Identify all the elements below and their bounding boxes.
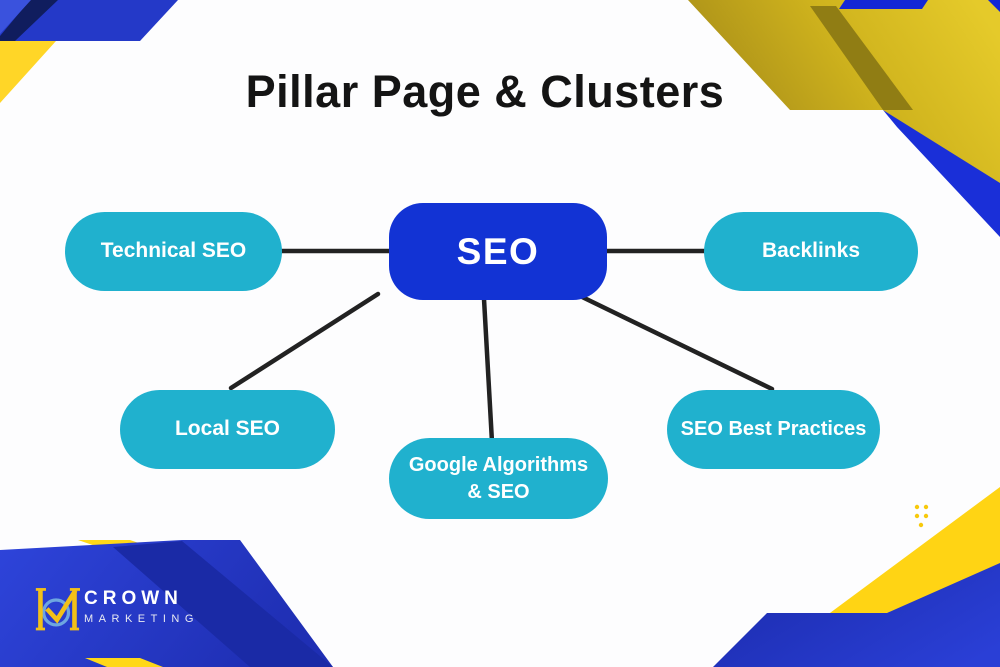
brand-logo: CROWN MARKETING <box>34 580 199 632</box>
cluster-node-google-algorithms-seo: Google Algorithms & SEO <box>389 438 608 519</box>
cluster-node-seo-best-practices: SEO Best Practices <box>667 390 880 469</box>
pillar-node-seo: SEO <box>389 203 607 300</box>
connector-line-best-practices <box>573 291 775 392</box>
brand-logo-text: CROWN MARKETING <box>84 588 199 625</box>
brand-subtitle: MARKETING <box>84 612 199 625</box>
cluster-node-backlinks: Backlinks <box>704 212 918 291</box>
cluster-node-label: Technical SEO <box>100 239 247 263</box>
cluster-node-label-line2: & SEO <box>467 480 530 503</box>
cluster-node-label-line1: Google Algorithms <box>408 453 589 476</box>
cluster-node-label: Local SEO <box>174 417 281 441</box>
cluster-node-technical-seo: Technical SEO <box>65 212 282 291</box>
cluster-node-local-seo: Local SEO <box>120 390 335 469</box>
cluster-node-label: SEO Best Practices <box>680 418 867 440</box>
connector-line-google <box>481 296 495 445</box>
brand-name: CROWN <box>84 587 183 609</box>
crown-m-check-icon <box>35 588 80 631</box>
connector-line-local <box>228 291 381 391</box>
page-title: Pillar Page & Clusters <box>245 66 725 117</box>
cluster-node-label: Backlinks <box>761 239 861 263</box>
